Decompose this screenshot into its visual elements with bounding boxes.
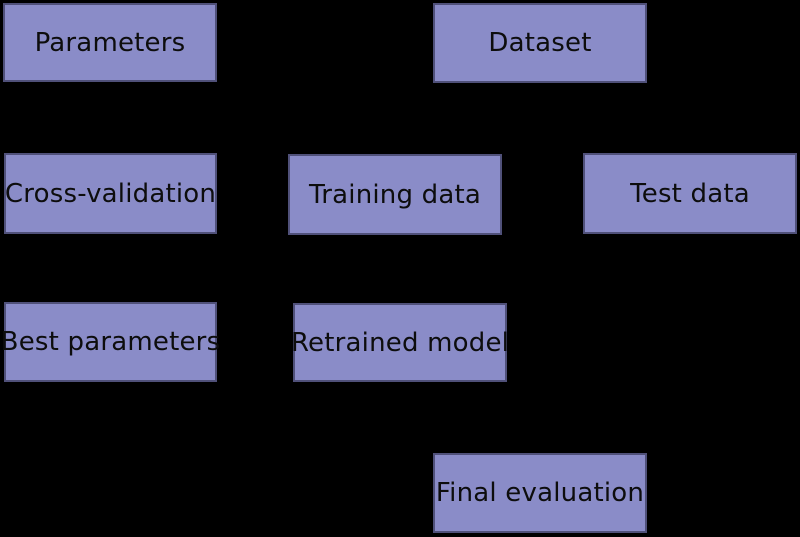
node-label: Retrained model: [290, 327, 510, 358]
node-final-evaluation: Final evaluation: [433, 453, 647, 533]
node-parameters: Parameters: [3, 3, 217, 82]
node-label: Final evaluation: [435, 478, 645, 508]
node-best-parameters: Best parameters: [1, 302, 220, 382]
node-label: Dataset: [488, 28, 592, 58]
node-test-data: Test data: [583, 153, 797, 234]
node-label: Training data: [308, 179, 482, 210]
node-label: Parameters: [34, 27, 186, 58]
node-label: Test data: [630, 178, 750, 209]
node-label: Best parameters: [0, 327, 221, 357]
node-dataset: Dataset: [433, 3, 647, 83]
node-retrained-model: Retrained model: [290, 303, 510, 382]
node-training-data: Training data: [288, 154, 502, 235]
node-cross-validation: Cross-validation: [4, 153, 217, 234]
node-label: Cross-validation: [4, 178, 217, 209]
